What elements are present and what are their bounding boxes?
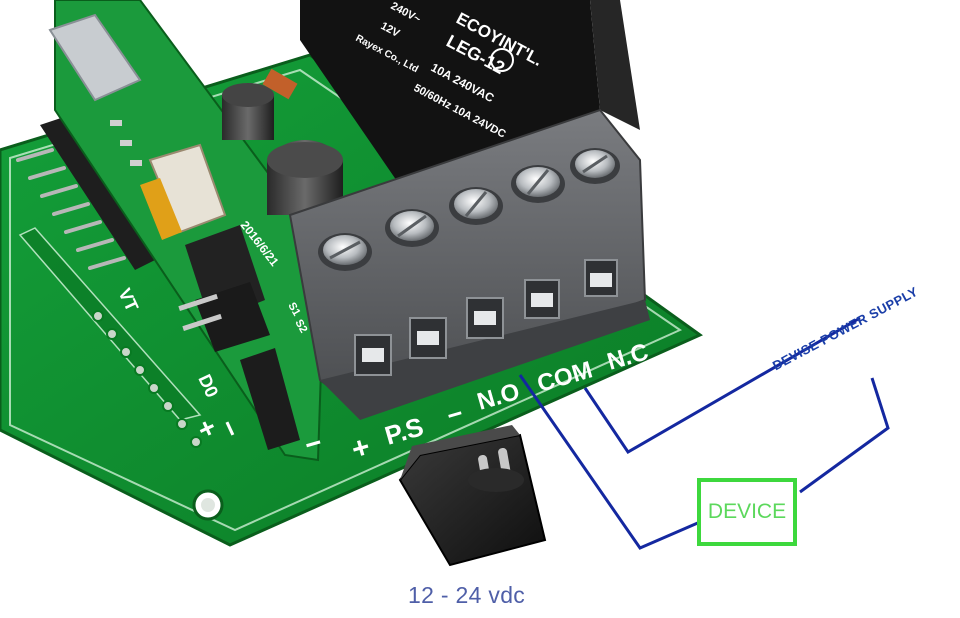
wire-device-to-supply <box>799 377 890 494</box>
label-s2: S2 <box>292 318 309 336</box>
wiring-diagram <box>518 316 890 550</box>
wire-no-to-device <box>518 374 701 550</box>
power-adapter <box>398 425 547 567</box>
device-label: DEVICE <box>707 500 787 523</box>
terminal-block <box>288 108 650 420</box>
device-box: DEVICE <box>697 478 797 546</box>
rf-module <box>48 0 327 462</box>
wire-com-to-supply <box>583 316 861 454</box>
electrolytic-capacitors <box>222 68 343 215</box>
label-s1: S1 <box>285 301 302 319</box>
ic-chip <box>240 348 300 450</box>
pin-header <box>16 115 165 270</box>
jumper-block <box>178 225 270 352</box>
supply-voltage-label: 12 - 24 vdc <box>408 582 526 608</box>
terminal-screws <box>318 148 620 271</box>
ul-mark-icon <box>490 48 514 72</box>
crystal-component <box>48 13 142 102</box>
